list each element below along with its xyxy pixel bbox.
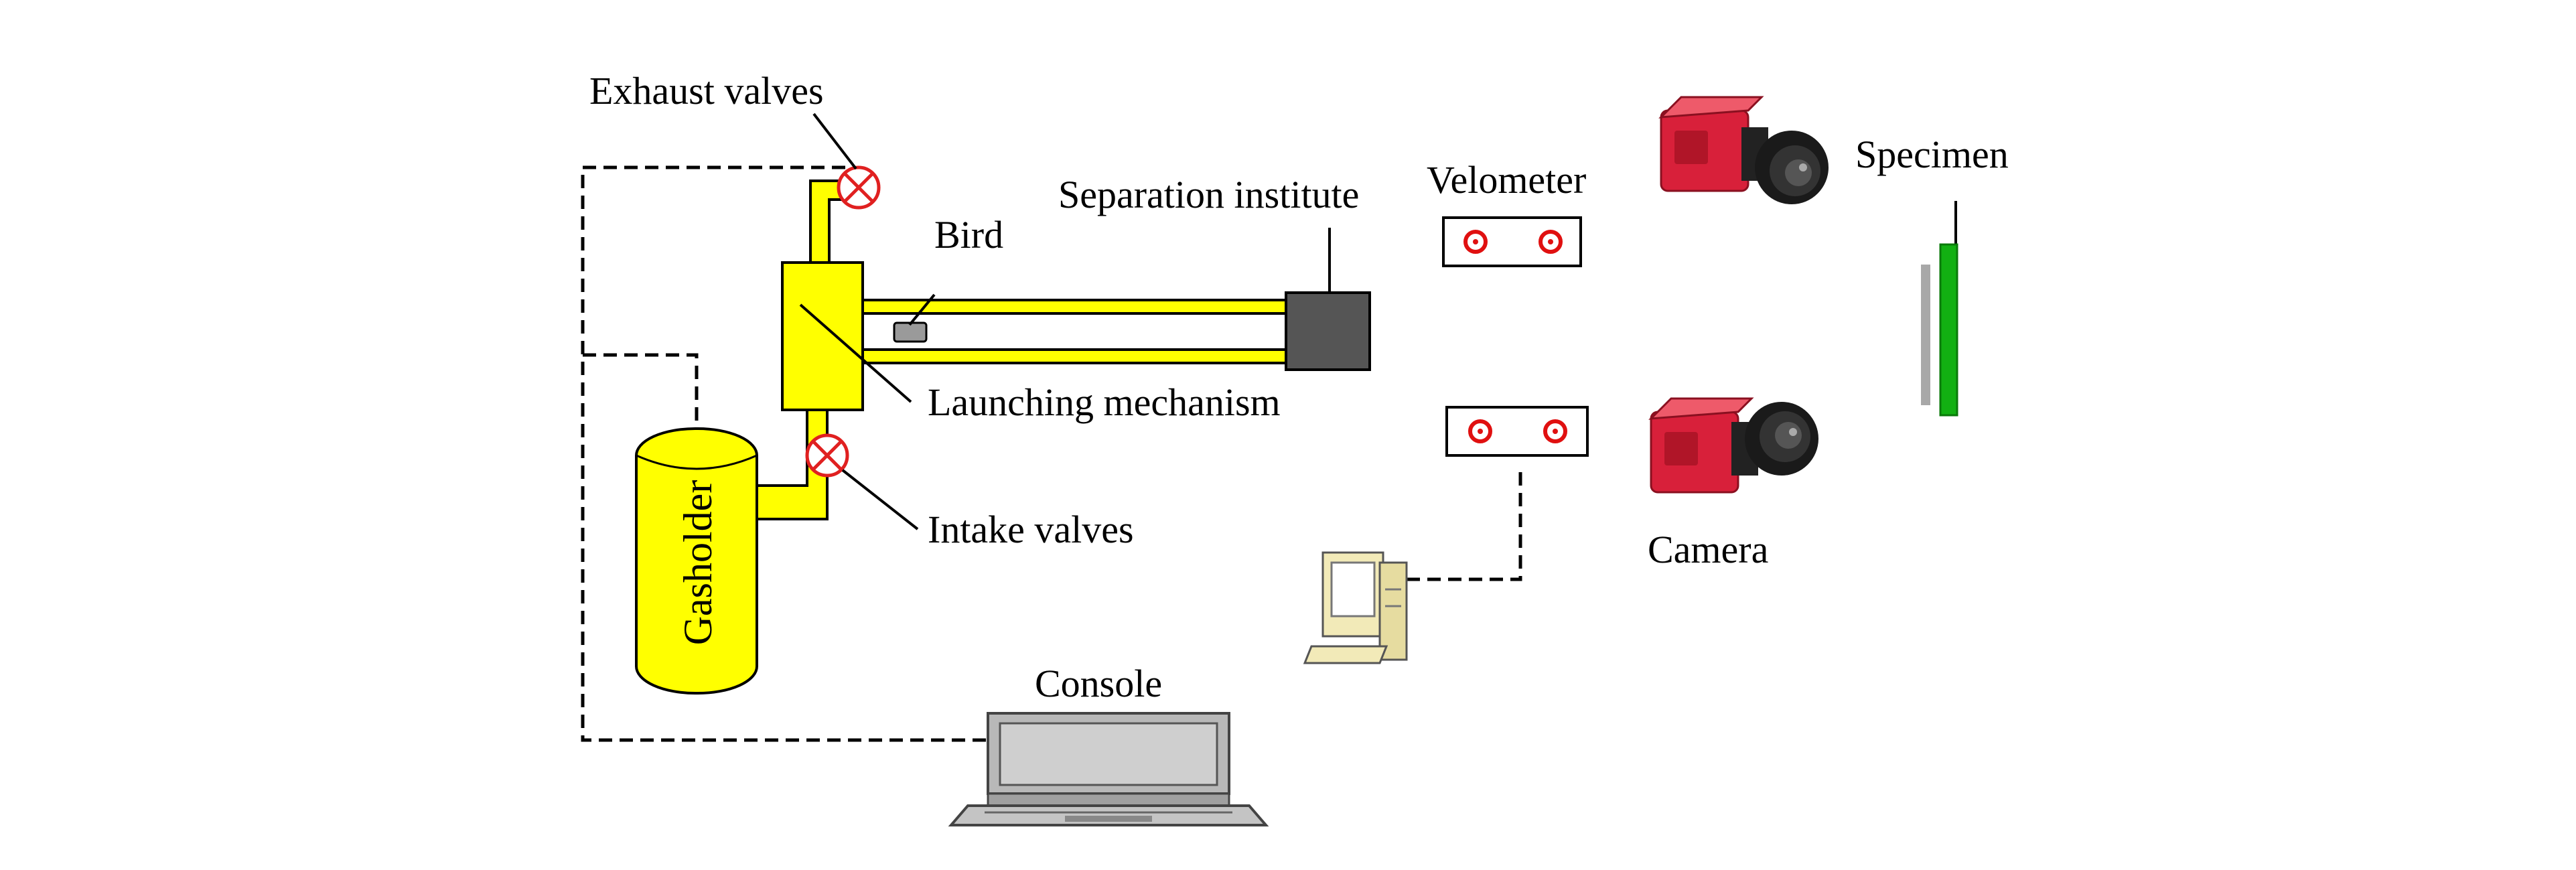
velometer-lower <box>1445 406 1589 457</box>
velometer-upper <box>1442 216 1582 267</box>
camera-upper-icon <box>1658 96 1829 204</box>
desktop-computer-icon <box>1303 551 1408 664</box>
camera-label: Camera <box>1648 528 1768 571</box>
control-lines <box>581 165 1522 742</box>
specimen-label: Specimen <box>1855 133 2009 176</box>
exhaust-valve-icon <box>837 165 881 210</box>
leader-lines <box>799 113 1957 530</box>
gasholder: Gasholder <box>635 427 758 695</box>
laptop-icon <box>948 712 1269 826</box>
bird-label: Bird <box>934 213 1003 257</box>
separation-institute-box <box>1285 291 1371 371</box>
intake-valves-label: Intake valves <box>928 508 1134 551</box>
console-label: Console <box>1035 662 1162 705</box>
camera-lower-icon <box>1648 397 1818 494</box>
intake-valve-icon <box>805 433 849 478</box>
exhaust-valves-label: Exhaust valves <box>589 69 824 113</box>
specimen <box>1921 243 1958 417</box>
gasholder-label: Gasholder <box>676 480 720 646</box>
separation-institute-label: Separation institute <box>1058 173 1359 216</box>
velometer-label: Velometer <box>1427 158 1586 202</box>
launching-mechanism <box>781 261 864 411</box>
bird-projectile <box>893 321 928 343</box>
launching-mechanism-label: Launching mechanism <box>928 380 1281 424</box>
